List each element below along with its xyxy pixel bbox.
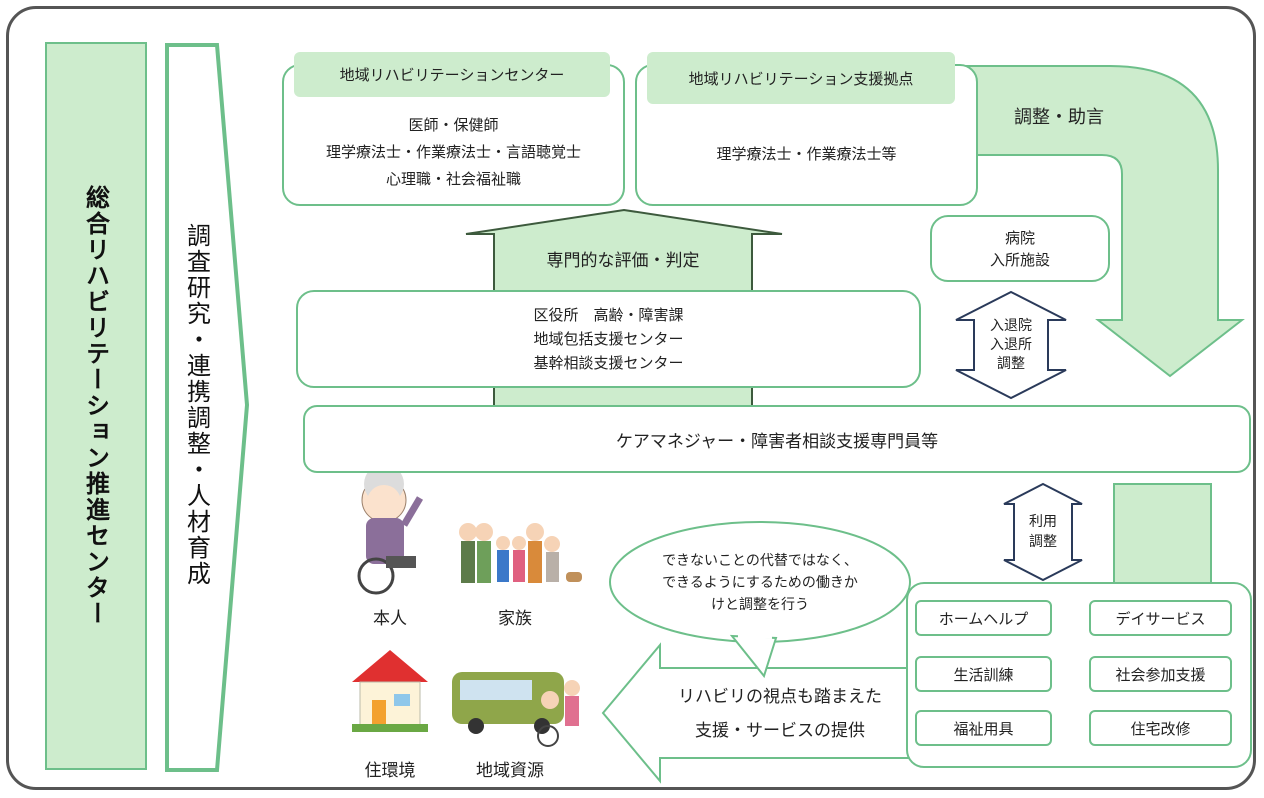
usage-adjust-line: 利用 (1029, 514, 1057, 530)
caption-resources: 地域資源 (476, 761, 544, 781)
hospital-box: 病院 入所施設 (930, 215, 1110, 282)
outer-frame (6, 6, 1256, 790)
service-item: 生活訓練 (915, 656, 1052, 692)
ward-office-line: 地域包括支援センター (533, 330, 684, 348)
admission-adjust-line: 調整 (997, 355, 1025, 372)
hospital-line: 入所施設 (989, 250, 1050, 269)
bus-icon (452, 672, 580, 747)
caption-housing: 住環境 (364, 761, 416, 781)
research-label-box: 調査研究・連携調整・人材育成 (172, 60, 222, 750)
usage-double-arrow (1003, 482, 1083, 582)
speech-bubble-line: けと調整を行う (711, 597, 809, 613)
elderly-wheelchair-icon (357, 464, 424, 595)
center-title: 総合リハビリテーション推進センター (81, 185, 110, 627)
support-base-title: 地域リハビリテーション支援拠点 (647, 52, 955, 104)
adjust-curved-arrow (954, 65, 1245, 378)
hospital-line: 病院 (1004, 228, 1035, 247)
rehab-center-staff: 医師・保健師 理学療法士・作業療法士・言語聴覚士 心理職・社会福祉職 (282, 104, 625, 200)
admission-double-arrow (955, 290, 1067, 400)
ward-office-box: 区役所 高齢・障害課 地域包括支援センター 基幹相談支援センター (296, 290, 921, 388)
caption-self: 本人 (373, 609, 407, 629)
speech-bubble-line: できないことの代替ではなく、 (662, 553, 858, 569)
usage-adjust-line: 調整 (1029, 534, 1057, 550)
speech-bubble-text: できないことの代替ではなく、 できるようにするための働きか けと調整を行う (620, 545, 900, 621)
services-connector (1113, 483, 1212, 587)
service-item: 福祉用具 (915, 710, 1052, 746)
ward-office-line: 区役所 高齢・障害課 (533, 306, 684, 324)
rehab-center-line: 医師・保健師 (408, 115, 499, 134)
usage-adjust-label: 利用 調整 (1014, 509, 1072, 555)
house-icon (352, 650, 428, 732)
service-item: 住宅改修 (1089, 710, 1232, 746)
caption-family: 家族 (498, 609, 532, 629)
provision-line: リハビリの視点も踏まえた (678, 687, 882, 707)
rehab-center-line: 理学療法士・作業療法士・言語聴覚士 (325, 142, 581, 161)
admission-adjust-label: 入退院 入退所 調整 (976, 314, 1046, 376)
rehab-center-line: 心理職・社会福祉職 (385, 169, 521, 188)
speech-bubble-line: できるようにするための働きか (662, 575, 858, 591)
service-item: 社会参加支援 (1089, 656, 1232, 692)
center-title-box: 総合リハビリテーション推進センター (45, 42, 147, 770)
research-arrow-shape (165, 43, 250, 772)
provision-label: リハビリの視点も踏まえた 支援・サービスの提供 (652, 676, 908, 752)
family-icon (459, 523, 582, 583)
adjust-advice-label: 調整・助言 (1014, 107, 1104, 128)
service-item: デイサービス (1089, 600, 1232, 636)
provision-line: 支援・サービスの提供 (695, 721, 865, 741)
admission-adjust-line: 入退所 (990, 336, 1032, 353)
evaluation-label: 専門的な評価・判定 (546, 250, 700, 271)
admission-adjust-line: 入退院 (990, 317, 1032, 334)
rehab-center-title: 地域リハビリテーションセンター (294, 52, 610, 97)
research-label: 調査研究・連携調整・人材育成 (182, 223, 211, 587)
service-item: ホームヘルプ (915, 600, 1052, 636)
care-manager-box: ケアマネジャー・障害者相談支援専門員等 (303, 405, 1251, 473)
ward-office-line: 基幹相談支援センター (533, 354, 684, 372)
support-base-staff: 理学療法士・作業療法士等 (716, 144, 897, 163)
